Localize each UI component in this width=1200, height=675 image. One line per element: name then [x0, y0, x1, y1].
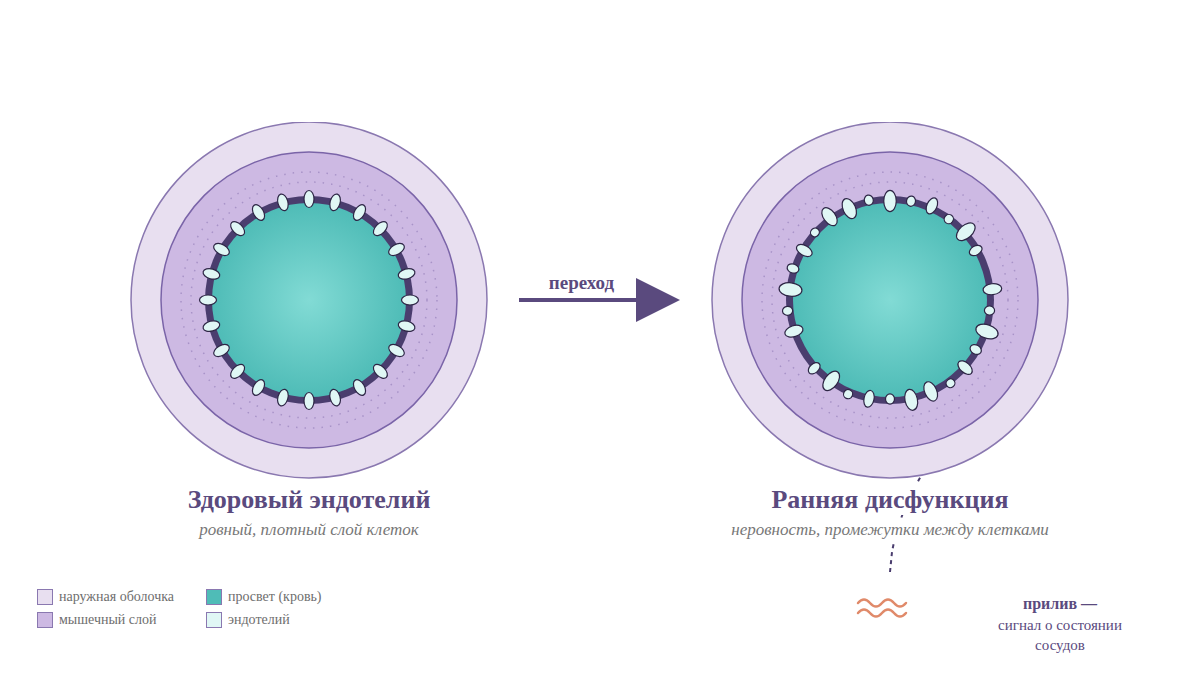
endothelial-cell [371, 219, 390, 238]
legend-entry: наружная оболочка [37, 589, 174, 605]
endothelial-cell [782, 306, 793, 316]
endothelial-cell [819, 368, 843, 394]
endothelial-cell [863, 194, 874, 206]
endothelial-cell [328, 193, 342, 212]
endothelial-cell [202, 267, 221, 281]
section-subtitle: неровность, промежутки между клетками [728, 519, 1052, 541]
endothelial-cell [944, 377, 956, 389]
endothelial-cell [809, 226, 821, 238]
section-subtitle: ровный, плотный слой клеток [196, 519, 422, 541]
endothelial-cell [228, 362, 247, 381]
endothelial-cell [806, 360, 822, 376]
endothelial-cell [819, 205, 841, 229]
section-title: Ранняя дисфункция [768, 484, 1011, 515]
endothelial-cell [250, 378, 267, 398]
artery-section: Здоровый эндотелий ровный, плотный слой к… [99, 122, 519, 562]
flush-wave [858, 600, 906, 607]
endothelial-cell [228, 219, 247, 238]
endothelial-cell [328, 388, 342, 407]
endothelial-cell [968, 243, 984, 258]
edge-label: переход [546, 272, 617, 294]
outer-sheath [712, 122, 1068, 478]
endothelial-cell [276, 193, 290, 212]
endothelial-cell [304, 191, 314, 208]
endothelial-cell [839, 196, 859, 220]
muscle-layer [161, 152, 457, 448]
legend-text: просвет (кровь) [228, 589, 322, 605]
endothelial-cell [842, 388, 854, 400]
endothelial-cell [250, 203, 267, 223]
endothelial-cell [921, 380, 940, 404]
endothelial-cell [397, 267, 416, 281]
endothelial-cell [351, 378, 368, 398]
artery-illustration [99, 122, 519, 482]
endothelial-cell [778, 282, 802, 298]
endothelium-ring [205, 196, 413, 404]
endothelial-cell [983, 283, 1003, 296]
lumen [212, 203, 406, 397]
legend-swatch [206, 589, 222, 605]
legend-text: эндотелий [228, 612, 290, 628]
endothelial-cell [397, 319, 416, 333]
endothelial-cell [924, 196, 940, 216]
legend-entry: просвет (кровь) [206, 589, 322, 605]
endothelial-cell [903, 388, 920, 411]
flush-wave [858, 610, 906, 617]
endothelial-cell [212, 241, 232, 258]
muscle-texture [191, 182, 427, 418]
legend-text: мышечный слой [59, 612, 157, 628]
legend-swatch [206, 612, 222, 628]
endothelial-cell [402, 295, 419, 305]
endothelial-cell [984, 305, 995, 315]
endothelial-cell [886, 394, 895, 404]
endothelial-cell [371, 362, 390, 381]
arrowhead [636, 278, 680, 322]
endothelial-cell [387, 342, 407, 359]
legend-entry: мышечный слой [37, 612, 157, 628]
endothelial-cell [968, 343, 983, 357]
lumen [793, 203, 987, 397]
legend-entry: эндотелий [206, 612, 290, 628]
endothelial-cell [794, 242, 814, 259]
endothelium-ring [786, 196, 994, 404]
muscle-layer [742, 152, 1038, 448]
arrow-shaft [519, 298, 636, 302]
endothelial-cell [200, 295, 217, 305]
endothelial-cell [884, 190, 897, 211]
legend-swatch [37, 589, 53, 605]
legend-swatch [37, 612, 53, 628]
artery-illustration [680, 122, 1100, 482]
endothelial-cell [786, 262, 800, 274]
endothelial-cell [202, 319, 221, 333]
muscle-texture [762, 172, 1018, 428]
muscle-texture [772, 182, 1008, 418]
endothelial-cell [942, 213, 955, 226]
endothelial-cell [953, 219, 978, 243]
note-text: сигнал о состоянии сосудов [975, 616, 1145, 655]
endothelial-cell [351, 203, 368, 223]
section-title: Здоровый эндотелий [185, 484, 434, 515]
endothelial-cell [955, 358, 974, 377]
endothelial-cell [783, 323, 804, 339]
endothelial-cell [276, 388, 290, 407]
note-heading: прилив — [960, 594, 1160, 615]
legend-text: наружная оболочка [59, 589, 174, 605]
endothelial-cell [387, 241, 407, 258]
endothelial-cell [974, 322, 1000, 342]
endothelial-cell [212, 342, 232, 359]
muscle-texture [181, 172, 437, 428]
outer-sheath [131, 122, 487, 478]
endothelial-cell [304, 393, 314, 410]
artery-section: Ранняя дисфункция неровность, промежутки … [680, 122, 1100, 562]
endothelial-cell [862, 389, 875, 408]
endothelial-cell [906, 195, 917, 207]
